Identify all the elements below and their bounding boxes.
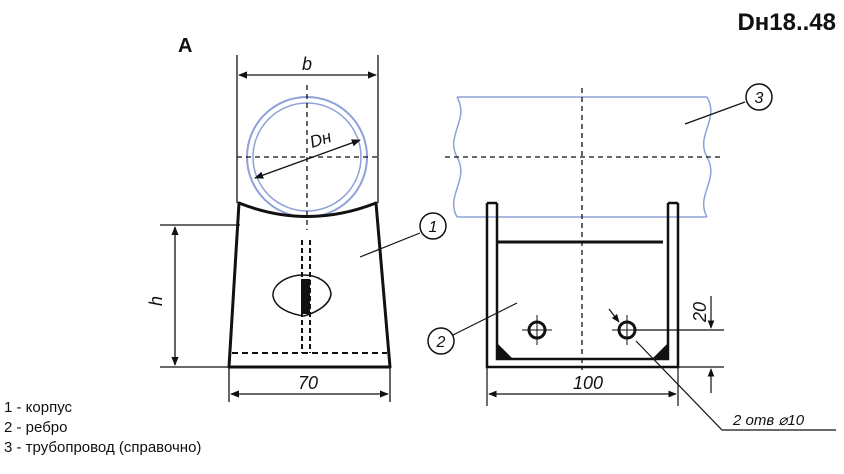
legend-item-pipeline: 3 - трубопровод (справочно): [4, 439, 202, 456]
diameter-label: Dн: [307, 127, 334, 152]
holes-leader-line: [635, 340, 836, 431]
left-view: Dн b h 70 1: [146, 54, 447, 402]
hole-left: [522, 315, 552, 345]
w70-label: 70: [298, 373, 318, 393]
legend: 1 - корпус 2 - ребро 3 - трубопровод (сп…: [4, 398, 201, 458]
callout-3-leader: [684, 101, 746, 125]
gusset-right: [652, 343, 668, 359]
holes-leader-arrow: [608, 308, 620, 323]
body-outline: [227, 201, 392, 369]
w100-label: 100: [573, 373, 603, 393]
view-label: А: [178, 35, 192, 57]
callout-2-number: 2: [436, 334, 446, 351]
legend-item-rib: 2 - ребро: [4, 419, 68, 436]
diameter-dimension-line: [254, 139, 361, 179]
callout-3-number: 3: [755, 90, 764, 107]
callout-2-circle: [427, 327, 455, 355]
callout-2-leader: [452, 302, 518, 336]
callout-1-number: 1: [429, 219, 438, 236]
legend-item-housing: 1 - корпус: [4, 399, 73, 416]
right-view: 3 20 100 2: [427, 83, 836, 431]
title-label: Dн18..48: [737, 9, 836, 36]
holes-label: 2 отв ⌀10: [732, 412, 805, 429]
d20-label: 20: [690, 302, 710, 323]
channel-outline-inner: [495, 203, 670, 361]
channel-outline-outer: [485, 203, 680, 369]
local-section-hatch: [301, 279, 310, 314]
callout-1-circle: [419, 212, 447, 240]
h-label: h: [146, 296, 166, 306]
callout-1-leader: [359, 232, 421, 258]
gusset-left: [497, 343, 513, 359]
callout-3-circle: [745, 83, 773, 111]
b-label: b: [302, 54, 312, 74]
local-section: [272, 274, 332, 317]
